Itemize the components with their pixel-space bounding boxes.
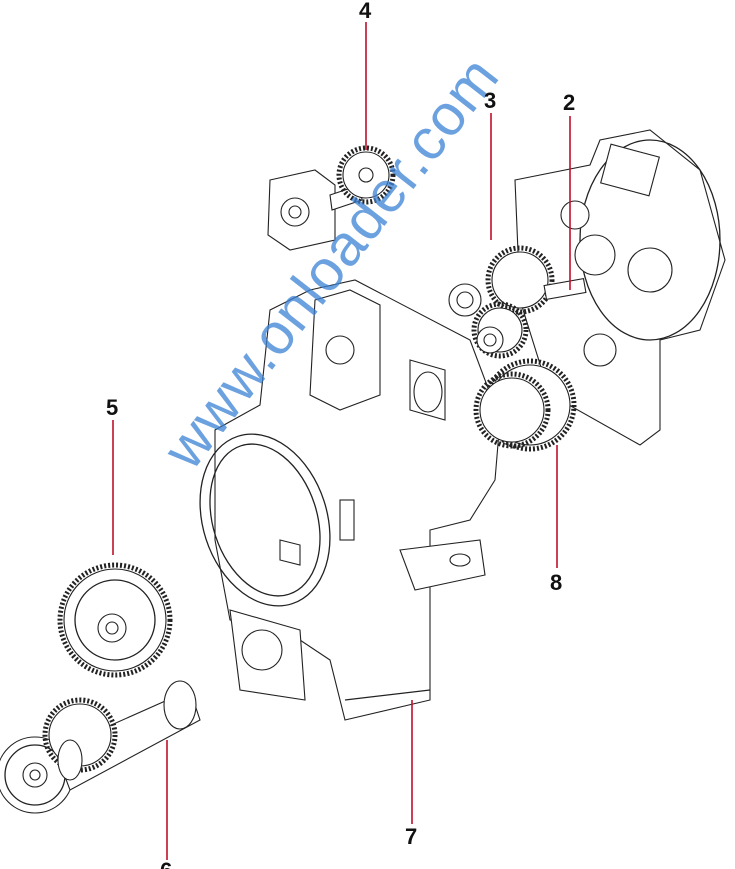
callout-2: 2: [563, 90, 576, 115]
callout-8: 8: [550, 570, 563, 595]
shaft-assembly-6: [0, 680, 201, 814]
rear-cover: [514, 129, 726, 446]
callout-3: 3: [484, 88, 497, 113]
callout-5: 5: [106, 395, 119, 420]
callout-7: 7: [405, 824, 418, 849]
pto-assembly: [267, 145, 396, 251]
callout-4: 4: [359, 0, 372, 23]
main-housing: [199, 279, 501, 721]
gear-train: [448, 245, 587, 452]
callout-6: 6: [160, 860, 172, 869]
leader-lines: [112, 22, 571, 860]
gear-assembly-5: [57, 562, 173, 678]
